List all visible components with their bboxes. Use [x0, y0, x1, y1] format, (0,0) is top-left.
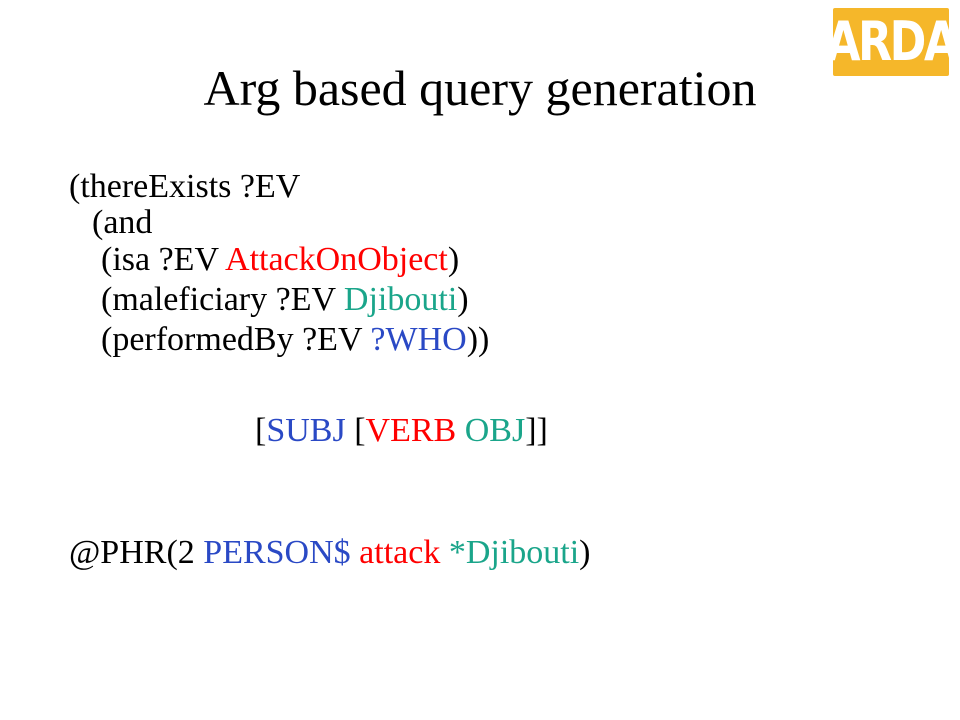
query-maleficiary-close: ) [457, 281, 469, 318]
query-line-maleficiary: (maleficiary ?EV Djibouti) [101, 280, 469, 320]
slide-title: Arg based query generation [203, 60, 757, 116]
query-line-performedby: (performedBy ?EV ?WHO)) [101, 320, 489, 360]
query-line-and: (and [92, 203, 152, 243]
pattern-open-bracket: [ [255, 412, 267, 449]
pattern-subj: SUBJ [266, 412, 346, 449]
phrase-object: *Djibouti [448, 534, 580, 571]
query-performedby-term: ?WHO [370, 321, 467, 358]
query-maleficiary-open: (maleficiary ?EV [101, 281, 344, 318]
pattern-obj: OBJ [464, 412, 526, 449]
query-maleficiary-term: Djibouti [343, 281, 458, 318]
pattern-open-bracket-2: [ [345, 412, 366, 449]
pattern-close-brackets: ]] [525, 412, 548, 449]
query-line-thereexists-text: (thereExists ?EV [69, 168, 301, 205]
phrase-line: @PHR(2 PERSON$ attack *Djibouti) [69, 533, 591, 573]
query-line-isa: (isa ?EV AttackOnObject) [101, 240, 459, 280]
query-performedby-close: )) [466, 321, 490, 358]
arda-logo: ARDA [826, 8, 958, 76]
query-line-and-text: (and [92, 204, 153, 241]
pattern-verb: VERB [365, 412, 457, 449]
phrase-person: PERSON$ [203, 534, 351, 571]
arda-logo-text: ARDA [826, 10, 958, 73]
query-performedby-open: (performedBy ?EV [101, 321, 371, 358]
query-isa-close: ) [447, 241, 460, 278]
phrase-prefix: @PHR(2 [69, 534, 204, 571]
query-isa-term: AttackOnObject [225, 241, 448, 278]
query-line-thereexists: (thereExists ?EV [69, 167, 300, 207]
query-isa-open: (isa ?EV [101, 241, 226, 278]
phrase-close: ) [579, 534, 591, 571]
phrase-verb: attack [359, 534, 441, 571]
pattern-line: [SUBJ [VERB OBJ]] [255, 411, 548, 451]
